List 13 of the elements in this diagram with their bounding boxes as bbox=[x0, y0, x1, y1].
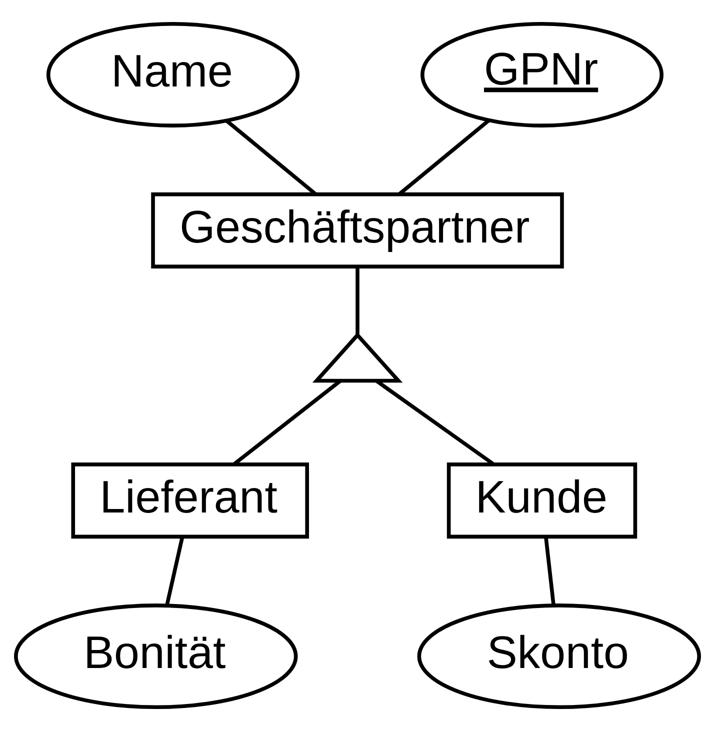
node-ellipse: Skonto bbox=[417, 604, 701, 710]
node-box: Kunde bbox=[446, 462, 638, 539]
node-ellipse: Name bbox=[46, 22, 300, 128]
node-triangle bbox=[312, 332, 403, 383]
node-ellipse: GPNr bbox=[420, 22, 664, 128]
connector bbox=[356, 266, 360, 334]
node-box: Geschäftspartner bbox=[151, 192, 564, 268]
connector bbox=[226, 120, 317, 196]
connector bbox=[544, 536, 556, 606]
connector bbox=[165, 536, 184, 606]
node-box: Lieferant bbox=[71, 462, 309, 539]
node-ellipse: Bonität bbox=[14, 604, 298, 710]
connector bbox=[398, 119, 490, 196]
